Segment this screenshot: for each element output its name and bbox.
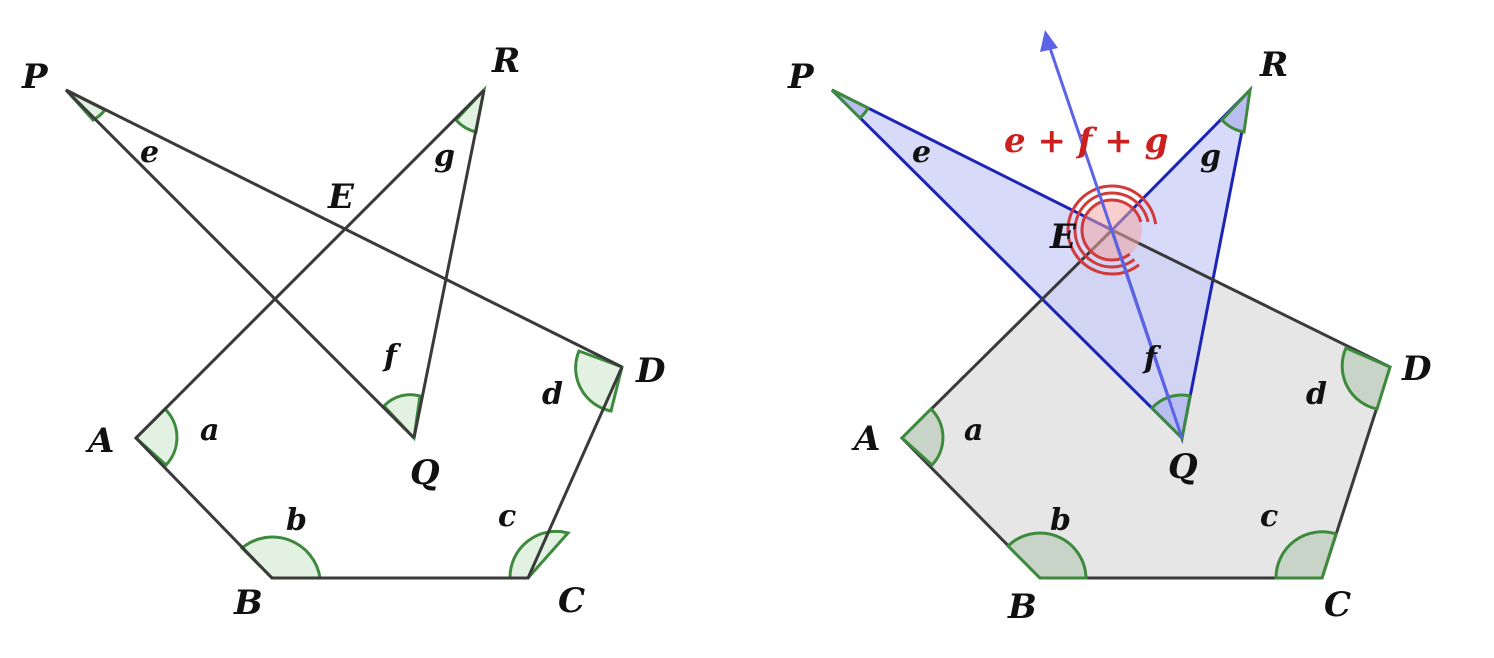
sum-angle-arc-inner	[1080, 198, 1144, 262]
angle-label-e: e	[140, 135, 159, 170]
left-figure: A B C D E P Q R a b c d e f g	[21, 41, 666, 623]
angle-label-g: g	[434, 139, 455, 174]
angle-label-a: a	[200, 413, 219, 448]
sum-angle-arc-middle	[1073, 191, 1151, 269]
pentagon-sides-left	[133, 88, 624, 580]
point-label-p: P	[787, 57, 815, 97]
angle-label-c: c	[498, 499, 516, 534]
angle-label-g: g	[1200, 139, 1221, 174]
point-label-d: D	[1401, 349, 1432, 389]
angle-a-wedge	[133, 406, 179, 468]
point-label-q: Q	[1168, 447, 1198, 487]
angle-label-e: e	[912, 135, 931, 170]
angle-label-f: f	[382, 339, 402, 374]
point-label-q: Q	[410, 453, 440, 493]
angle-label-a: a	[964, 413, 983, 448]
point-label-a: A	[851, 419, 880, 459]
line-p-d	[65, 88, 623, 369]
angle-label-c: c	[1260, 499, 1278, 534]
point-label-a: A	[85, 421, 114, 461]
point-label-r: R	[1259, 45, 1288, 85]
direction-arrow-line	[1048, 47, 1184, 439]
angle-label-d: d	[1306, 377, 1327, 412]
angle-c-wedge	[1274, 530, 1338, 580]
point-label-b: B	[1007, 587, 1037, 627]
point-label-b: B	[233, 583, 263, 623]
point-label-c: C	[558, 581, 585, 621]
angle-label-d: d	[542, 377, 563, 412]
point-label-p: P	[21, 57, 49, 97]
angle-b-wedge	[1005, 531, 1088, 580]
angle-b-wedge	[239, 535, 322, 580]
line-p-q	[64, 88, 416, 440]
angle-sum-label: e + f + g	[1004, 121, 1168, 161]
point-label-c: C	[1324, 585, 1351, 625]
pentagon-sides-right	[899, 228, 1392, 580]
angle-e-wedge	[830, 88, 871, 121]
arrow-head-icon	[1040, 30, 1058, 52]
point-label-e: E	[1049, 217, 1077, 257]
angle-g-wedge	[1219, 85, 1253, 134]
right-figure: A B C D E P Q R a b c d e f g e + f + g	[787, 30, 1432, 627]
point-label-e: E	[327, 177, 355, 217]
angle-d-wedge	[1340, 346, 1392, 411]
point-label-d: D	[635, 351, 666, 391]
angle-label-b: b	[1050, 503, 1071, 538]
point-label-r: R	[491, 41, 520, 81]
sum-angle-arc-outer	[1066, 184, 1158, 276]
line-q-r	[412, 89, 486, 439]
angle-label-b: b	[286, 503, 307, 538]
angle-a-wedge	[899, 406, 945, 468]
